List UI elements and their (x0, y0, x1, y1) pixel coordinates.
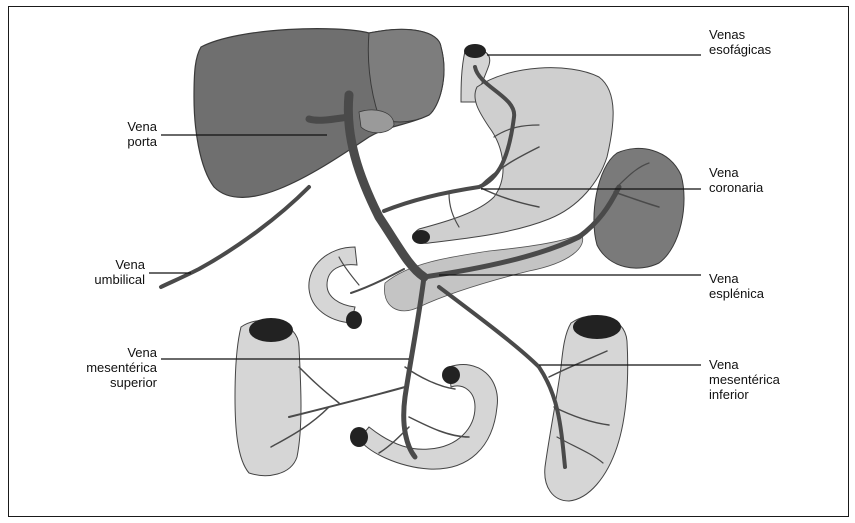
branch-sm-1 (289, 387, 405, 417)
label-line-3: inferior (709, 387, 780, 402)
duodenum (309, 247, 357, 323)
label-line-1: Venas (709, 27, 771, 42)
small-intestine-opening-lower (350, 427, 368, 447)
descending-colon-opening (573, 315, 621, 339)
label-vena-esplenica: Vena esplénica (709, 271, 764, 301)
label-line-2: esofágicas (709, 42, 771, 57)
label-vena-coronaria: Vena coronaria (709, 165, 763, 195)
small-intestine-opening-upper (442, 366, 460, 384)
label-vena-mesenterica-inferior: Vena mesentérica inferior (709, 357, 780, 402)
label-line-1: Vena (49, 345, 157, 360)
duodenum-opening (346, 311, 362, 329)
label-line-2: umbilical (49, 272, 145, 287)
liver-right-lobe (368, 29, 444, 122)
branch-sm-2 (299, 367, 339, 403)
label-line-2: coronaria (709, 180, 763, 195)
label-line-1: Vena (49, 257, 145, 272)
label-venas-esofagicas: Venas esofágicas (709, 27, 771, 57)
label-line-3: superior (49, 375, 157, 390)
label-line-2: mesentérica (709, 372, 780, 387)
ascending-colon-opening (249, 318, 293, 342)
label-vena-mesenterica-superior: Vena mesentérica superior (49, 345, 157, 390)
label-vena-porta: Vena porta (69, 119, 157, 149)
label-line-1: Vena (69, 119, 157, 134)
diagram-frame: Venas esofágicas Vena porta Vena coronar… (8, 6, 849, 517)
label-line-2: mesentérica (49, 360, 157, 375)
pylorus-opening (412, 230, 430, 244)
stomach (414, 68, 613, 244)
label-line-1: Vena (709, 357, 780, 372)
label-line-2: porta (69, 134, 157, 149)
vena-umbilical-line (161, 187, 309, 287)
label-line-1: Vena (709, 165, 763, 180)
label-line-1: Vena (709, 271, 764, 286)
esophagus-opening (464, 44, 486, 58)
vena-porta-branch-left (309, 117, 349, 120)
ascending-colon (235, 320, 301, 475)
label-vena-umbilical: Vena umbilical (49, 257, 145, 287)
label-line-2: esplénica (709, 286, 764, 301)
branch-sm-4 (409, 417, 469, 437)
